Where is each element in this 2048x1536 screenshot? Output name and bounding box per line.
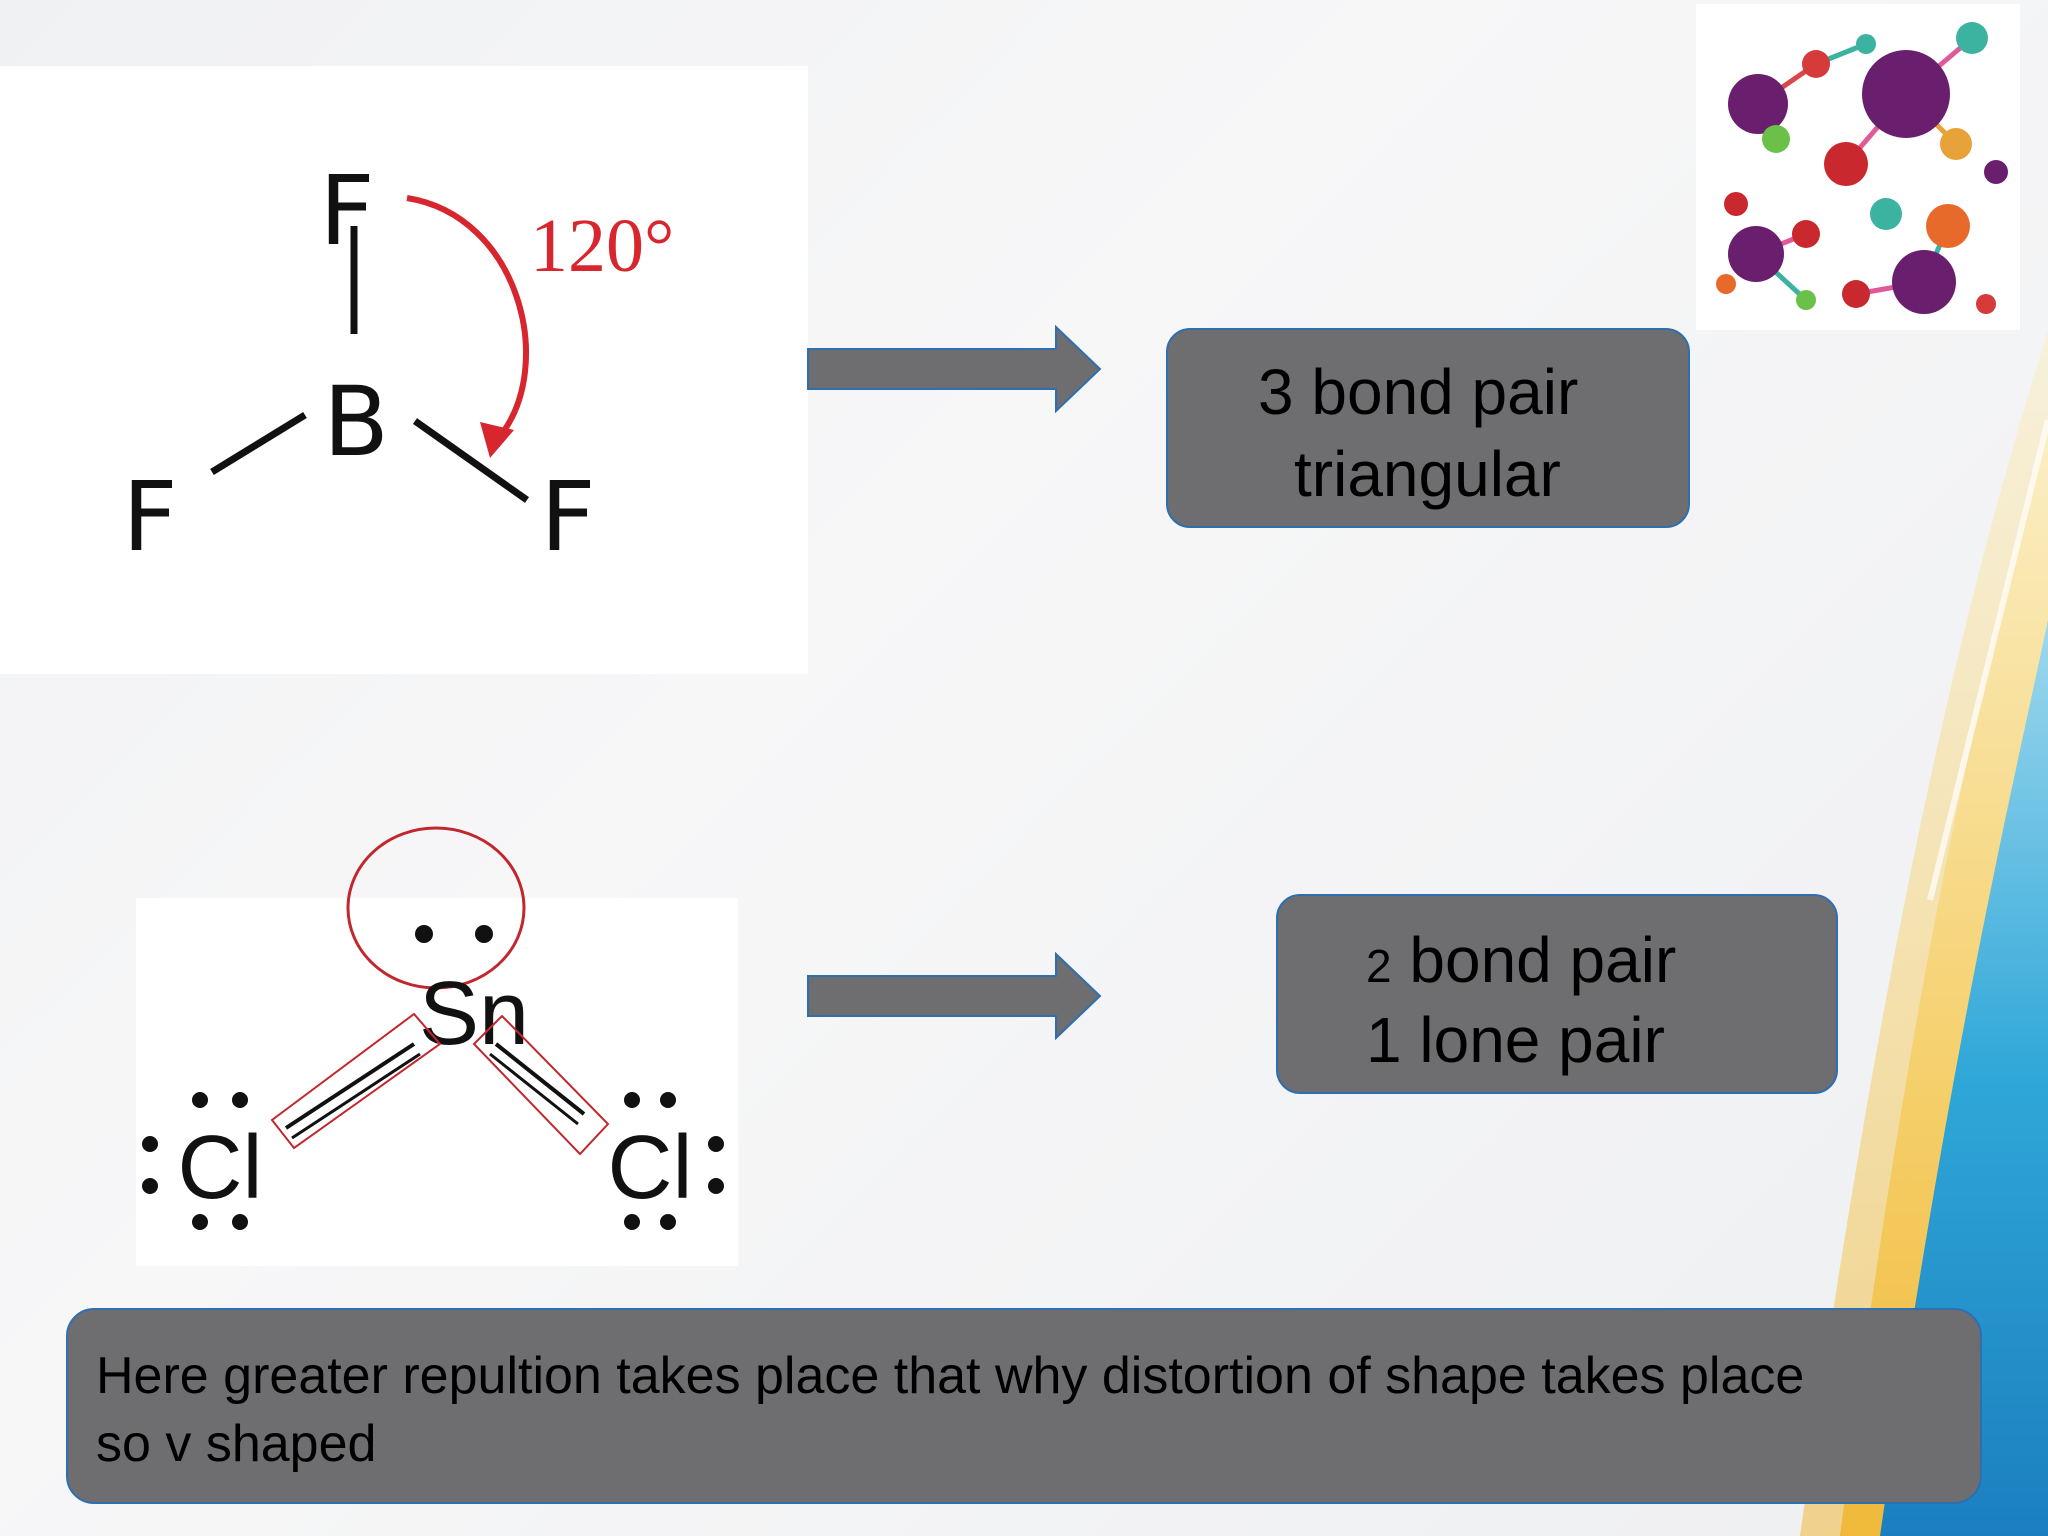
angle-label: 120° [530,204,674,288]
bf3-structure: F B F F 120° [122,155,674,573]
bf3-center-atom: B [323,366,389,478]
electron-dot [624,1092,640,1108]
molecule-model-icon [1716,22,2008,314]
electron-dot [142,1178,158,1194]
cl-left-atom: Cl [178,1118,263,1218]
bf3-top-atom: F [319,155,374,267]
explanation-line1: Here greater repultion takes place that … [96,1347,1805,1405]
lone-pair-highlight [346,826,526,990]
bf3-info-box: 3 bond pair triangular [1166,328,1690,528]
bond-line [210,412,307,475]
electron-dot [192,1092,208,1108]
lone-pair-dot [475,925,493,943]
explanation-text: Here greater repultion takes place that … [96,1342,2036,1478]
bond-highlight [472,1014,610,1156]
sn-atom: Sn [419,964,529,1064]
electron-dot [192,1214,208,1230]
bond-line [489,1052,579,1126]
box1-line2: triangular [1294,438,1561,510]
bond-highlight [270,1012,442,1150]
electron-dot [660,1092,676,1108]
angle-arrow [406,195,529,438]
electron-dot [624,1214,640,1230]
electron-dot [708,1136,724,1152]
electron-dot [232,1214,248,1230]
molecule-thumbnail [1696,4,2020,330]
bf3-left-atom: F [122,461,177,573]
right-arrow [807,325,1102,413]
angle-arrow-head [480,422,514,458]
right-arrow [807,952,1102,1040]
electron-dot [708,1178,724,1194]
explanation-line2: so v shaped [96,1415,377,1473]
box2-line1-text: bond pair [1391,924,1677,996]
box2-line1: 2 bond pair [1366,928,1676,992]
box2-line2: 1 lone pair [1366,1004,1665,1076]
box1-line1: 3 bond pair [1258,356,1579,428]
sncl2-structure-panel [136,898,738,1266]
bond-line [284,1042,416,1130]
bond-line [412,418,530,503]
cl-right-atom: Cl [608,1118,693,1218]
electron-dot [232,1092,248,1108]
box2-line1-number: 2 [1366,940,1392,992]
bond-line [291,1052,421,1140]
sncl2-info-box: 2 bond pair 1 lone pair [1276,894,1838,1094]
explanation-box: Here greater repultion takes place that … [66,1308,1982,1504]
lone-pair-dot [415,925,433,943]
bf3-structure-panel: F B F F 120° [0,66,808,674]
electron-dot [142,1136,158,1152]
bond-line [494,1042,586,1116]
electron-dot [660,1214,676,1230]
bf3-right-atom: F [540,461,595,573]
